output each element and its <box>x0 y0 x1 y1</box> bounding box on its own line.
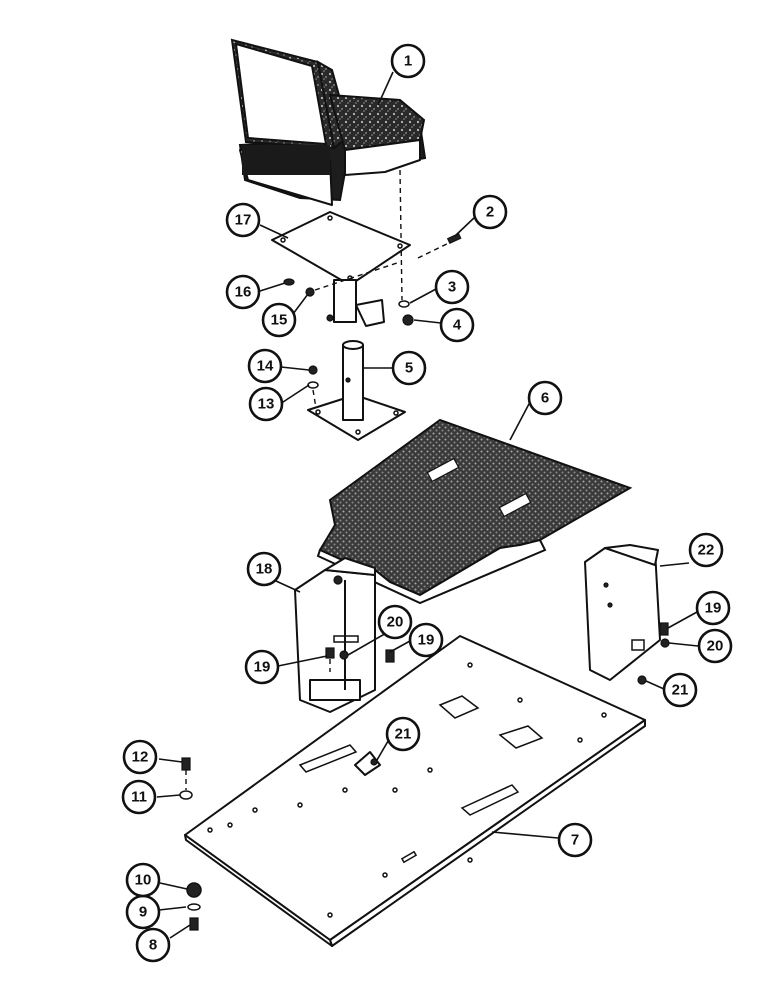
callout-5: 5 <box>391 350 427 386</box>
callout-11: 11 <box>121 779 157 815</box>
hardware-washer-9 <box>187 903 201 911</box>
callout-18: 18 <box>246 551 282 587</box>
svg-text:18: 18 <box>256 561 273 578</box>
svg-text:4: 4 <box>453 317 462 334</box>
svg-text:19: 19 <box>705 600 722 617</box>
right-bracket-part <box>584 544 661 681</box>
svg-text:7: 7 <box>571 832 579 849</box>
svg-text:15: 15 <box>271 312 288 329</box>
hardware-washer-3 <box>398 300 410 308</box>
svg-text:5: 5 <box>405 360 413 377</box>
hardware-nut-14 <box>308 365 318 375</box>
svg-text:1: 1 <box>404 53 412 70</box>
floor-mat-part <box>316 418 633 605</box>
callout-15: 15 <box>261 302 297 338</box>
svg-text:3: 3 <box>448 279 456 296</box>
callout-21-right: 21 <box>662 672 698 708</box>
callout-3: 3 <box>434 269 470 305</box>
svg-text:16: 16 <box>235 284 252 301</box>
callout-16: 16 <box>225 274 261 310</box>
hardware-bolt-12 <box>181 757 191 771</box>
callout-22: 22 <box>688 532 724 568</box>
callout-14: 14 <box>247 348 283 384</box>
callout-21-left: 21 <box>385 716 421 752</box>
hardware-bolt-19-right <box>659 622 669 636</box>
hardware-washer-13 <box>307 381 319 389</box>
hardware-bolt-2 <box>446 232 462 245</box>
left-bracket-part <box>294 557 376 713</box>
svg-text:22: 22 <box>698 542 715 559</box>
base-plate-part <box>184 635 646 947</box>
svg-text:8: 8 <box>149 937 157 954</box>
svg-text:11: 11 <box>131 789 147 806</box>
leader-lines <box>156 71 699 939</box>
hardware-washer-11 <box>179 790 193 800</box>
pedestal-part <box>307 340 406 441</box>
assembly-line <box>399 169 403 301</box>
callout-20-left: 20 <box>377 604 413 640</box>
seat-part <box>230 38 427 206</box>
callout-13: 13 <box>248 386 284 422</box>
hardware-bolt-19-mid <box>385 649 395 663</box>
hardware-nut-21-left <box>370 758 378 766</box>
hardware-nut-10 <box>186 882 202 898</box>
hardware-bolt-8 <box>189 917 199 931</box>
svg-text:20: 20 <box>707 638 724 655</box>
hardware-bolt-19-left <box>325 647 335 659</box>
svg-text:21: 21 <box>395 726 412 743</box>
callout-19-mid: 19 <box>408 622 444 658</box>
callout-7: 7 <box>557 822 593 858</box>
assembly-line <box>312 389 317 409</box>
assembly-line <box>314 261 401 291</box>
mounting-plate-part <box>271 211 411 327</box>
svg-text:14: 14 <box>257 358 274 375</box>
svg-text:17: 17 <box>235 212 252 229</box>
callout-10: 10 <box>125 862 161 898</box>
callout-1: 1 <box>390 43 426 79</box>
svg-text:19: 19 <box>254 659 271 676</box>
svg-text:20: 20 <box>387 614 404 631</box>
callout-6: 6 <box>527 380 563 416</box>
svg-text:19: 19 <box>418 632 435 649</box>
svg-text:13: 13 <box>258 396 275 413</box>
hardware-nut-20-left <box>339 650 349 660</box>
svg-text:12: 12 <box>132 749 149 766</box>
hardware-nut-20-right <box>660 638 670 648</box>
callout-4: 4 <box>439 307 475 343</box>
callout-17: 17 <box>225 202 261 238</box>
callout-19-left: 19 <box>244 649 280 685</box>
callout-8: 8 <box>135 927 171 963</box>
hardware-nut-4 <box>402 314 414 326</box>
callout-2: 2 <box>472 194 508 230</box>
callout-19-right: 19 <box>695 590 731 626</box>
hardware-nut-21-right <box>637 675 647 685</box>
callout-12: 12 <box>122 739 158 775</box>
assembly-line <box>417 239 456 259</box>
svg-text:21: 21 <box>672 682 689 699</box>
svg-text:10: 10 <box>135 872 152 889</box>
callout-9: 9 <box>125 894 161 930</box>
svg-text:2: 2 <box>486 204 494 221</box>
svg-text:9: 9 <box>139 904 147 921</box>
hardware-bolt-16 <box>283 278 295 286</box>
svg-text:6: 6 <box>541 390 549 407</box>
callout-20-right: 20 <box>697 628 733 664</box>
